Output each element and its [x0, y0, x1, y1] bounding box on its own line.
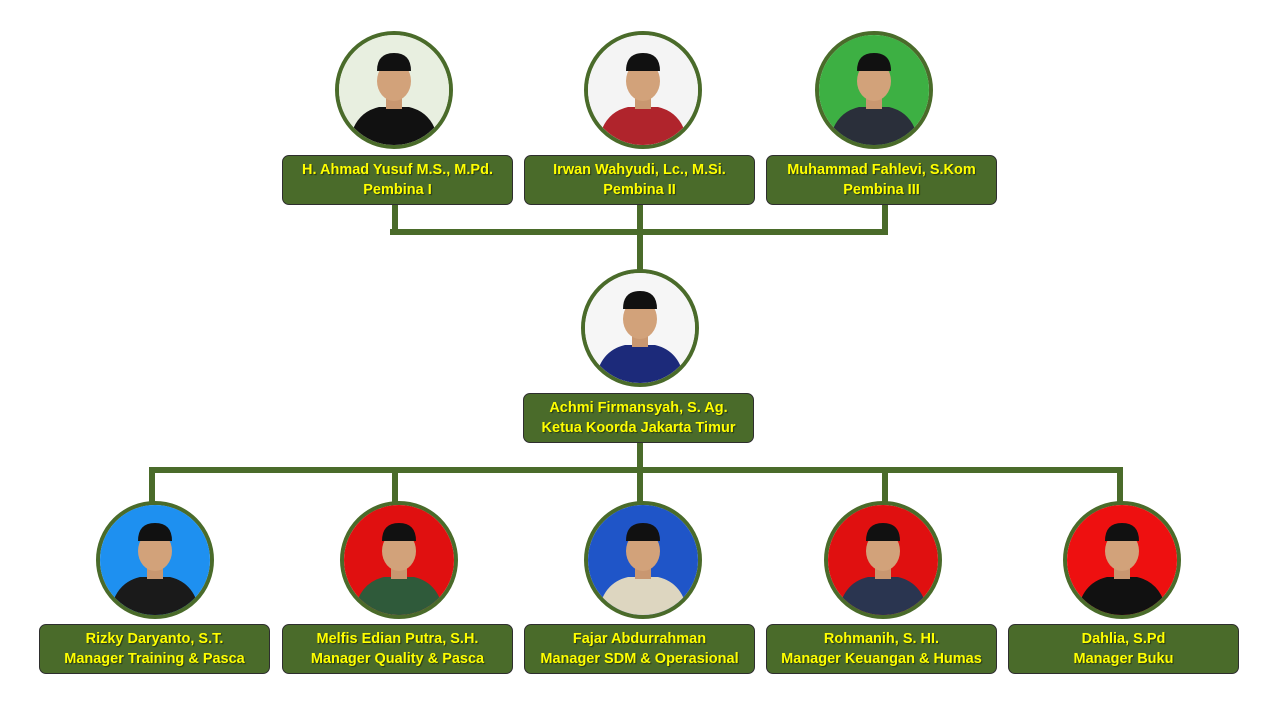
person-photo-icon — [819, 35, 929, 145]
person-role: Pembina I — [363, 182, 432, 198]
person-name: Rizky Daryanto, S.T. — [85, 631, 224, 647]
person-photo-icon — [344, 505, 454, 615]
photo-manager-2 — [340, 501, 458, 619]
photo-ketua — [581, 269, 699, 387]
person-photo-icon — [588, 35, 698, 145]
connector-manager5 — [1117, 467, 1123, 503]
manager-3-card: Fajar Abdurrahman Manager SDM & Operasio… — [524, 624, 755, 674]
connector-manager-bar — [149, 467, 1123, 473]
photo-manager-3 — [584, 501, 702, 619]
person-photo-icon — [1067, 505, 1177, 615]
manager-4-card: Rohmanih, S. HI. Manager Keuangan & Huma… — [766, 624, 997, 674]
person-name: Fajar Abdurrahman — [572, 631, 707, 647]
connector-pembina1 — [392, 205, 398, 235]
connector-pembina2 — [637, 205, 643, 271]
person-name: Irwan Wahyudi, Lc., M.Si. — [553, 162, 726, 178]
pembina-2-card: Irwan Wahyudi, Lc., M.Si. Pembina II — [524, 155, 755, 205]
connector-manager1 — [149, 467, 155, 503]
pembina-3-card: Muhammad Fahlevi, S.Kom Pembina III — [766, 155, 997, 205]
person-photo-icon — [100, 505, 210, 615]
ketua-card: Achmi Firmansyah, S. Ag. Ketua Koorda Ja… — [523, 393, 754, 443]
person-name: H. Ahmad Yusuf M.S., M.Pd. — [302, 162, 493, 178]
photo-pembina-2 — [584, 31, 702, 149]
person-role: Manager Buku — [1073, 651, 1174, 667]
person-role: Pembina II — [603, 182, 676, 198]
person-name: Dahlia, S.Pd — [1081, 631, 1166, 647]
person-role: Ketua Koorda Jakarta Timur — [541, 420, 736, 436]
pembina-1-card: H. Ahmad Yusuf M.S., M.Pd. Pembina I — [282, 155, 513, 205]
photo-pembina-3 — [815, 31, 933, 149]
connector-manager3 — [637, 467, 643, 503]
person-photo-icon — [828, 505, 938, 615]
person-role: Pembina III — [843, 182, 920, 198]
connector-pembina3 — [882, 205, 888, 235]
person-photo-icon — [339, 35, 449, 145]
manager-2-card: Melfis Edian Putra, S.H. Manager Quality… — [282, 624, 513, 674]
person-name: Rohmanih, S. HI. — [823, 631, 940, 647]
person-photo-icon — [585, 273, 695, 383]
photo-manager-4 — [824, 501, 942, 619]
connector-pembina-bar — [390, 229, 888, 235]
person-role: Manager Keuangan & Humas — [781, 651, 982, 667]
person-name: Melfis Edian Putra, S.H. — [316, 631, 479, 647]
person-name: Achmi Firmansyah, S. Ag. — [549, 400, 728, 416]
connector-manager4 — [882, 467, 888, 503]
photo-pembina-1 — [335, 31, 453, 149]
connector-ketua-down — [637, 443, 643, 473]
connector-manager2 — [392, 467, 398, 503]
manager-5-card: Dahlia, S.Pd Manager Buku — [1008, 624, 1239, 674]
person-name: Muhammad Fahlevi, S.Kom — [787, 162, 976, 178]
photo-manager-5 — [1063, 501, 1181, 619]
person-role: Manager Quality & Pasca — [310, 651, 485, 667]
photo-manager-1 — [96, 501, 214, 619]
manager-1-card: Rizky Daryanto, S.T. Manager Training & … — [39, 624, 270, 674]
person-role: Manager Training & Pasca — [64, 651, 245, 667]
person-photo-icon — [588, 505, 698, 615]
person-role: Manager SDM & Operasional — [540, 651, 739, 667]
